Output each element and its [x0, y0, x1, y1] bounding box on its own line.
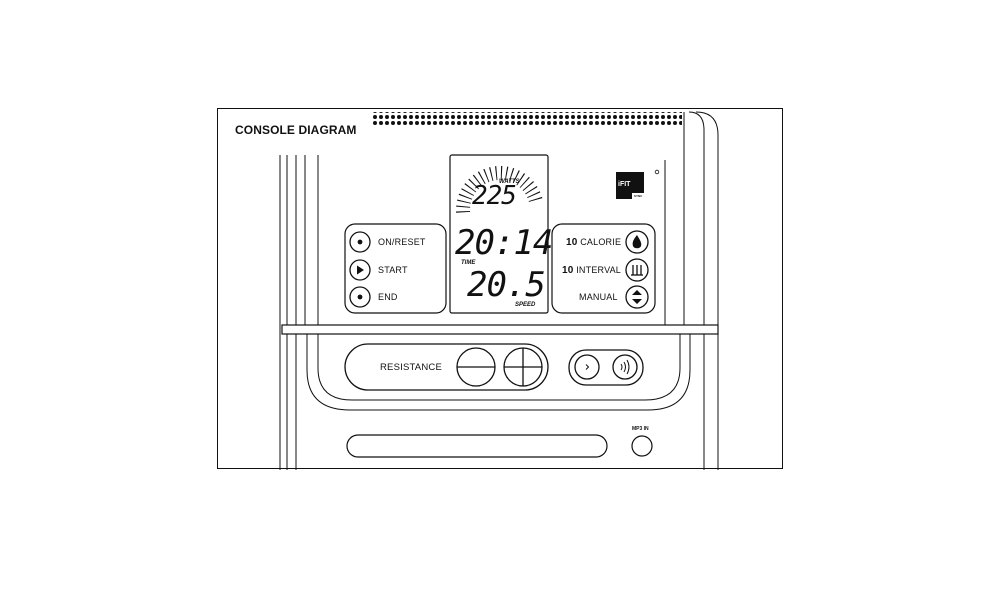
watts-arc-segment [477, 171, 486, 185]
watts-arc-segment [525, 185, 538, 195]
watts-arc-segment [461, 188, 474, 196]
watts-label: WATTS [499, 179, 520, 185]
calorie-text: CALORIE [580, 237, 622, 247]
watts-arc-segment [508, 167, 515, 182]
watts-arc-segment [458, 193, 473, 200]
resistance-increase-target[interactable] [504, 348, 542, 386]
start-label: START [378, 265, 408, 275]
watts-arc-segment [472, 174, 483, 187]
resistance-label: RESISTANCE [380, 362, 443, 373]
diagram-frame [217, 108, 783, 469]
on-reset-button-target[interactable] [350, 232, 370, 252]
accessory-tray [346, 434, 608, 458]
fan-button-target[interactable] [575, 355, 599, 379]
watts-arc-segment [500, 166, 503, 181]
calorie-number: 10 [566, 237, 578, 248]
ifit-logo-text: iFIT [618, 181, 631, 188]
mp3-label: MP3 IN [632, 426, 649, 432]
time-value: 20:14 [455, 223, 553, 263]
calorie-label: 10 CALORIE [566, 237, 621, 248]
ifit-sync-text: SYNC [634, 194, 643, 198]
watts-arc-segment [516, 173, 526, 186]
on-reset-label: ON/RESET [378, 237, 426, 247]
manual-button-target[interactable] [626, 286, 648, 308]
end-label: END [378, 292, 398, 302]
mp3-port-target[interactable] [632, 436, 652, 456]
manual-button [625, 285, 649, 309]
interval-label: 10 INTERVAL [562, 265, 621, 276]
manual-label: MANUAL [579, 292, 618, 302]
left-button-panel [344, 223, 447, 314]
interval-text: INTERVAL [576, 265, 622, 275]
watts-arc-segment [456, 205, 471, 208]
diagram-title: CONSOLE DIAGRAM [235, 123, 357, 137]
watts-arc-meter [456, 166, 543, 213]
interval-button-target[interactable] [626, 259, 648, 281]
resistance-decrease-target[interactable] [457, 348, 495, 386]
watts-arc-segment [512, 170, 520, 184]
watts-value: 225 [472, 181, 517, 211]
flame-icon [632, 235, 642, 249]
indicator-light [654, 169, 660, 175]
play-icon [357, 265, 364, 275]
mp3-port [631, 435, 653, 457]
watts-arc-segment [457, 199, 471, 204]
watts-arc-segment [468, 178, 479, 190]
watts-arc-segment [464, 183, 477, 193]
watts-arc-segment [489, 167, 494, 181]
watts-arc-segment [504, 166, 509, 181]
end-button-target[interactable] [350, 287, 370, 307]
sound-waves-icon [620, 359, 630, 375]
watts-arc-segment [522, 181, 534, 191]
calorie-button-target[interactable] [626, 231, 648, 253]
console-shelf [281, 324, 719, 335]
time-label: TIME [461, 260, 476, 266]
speaker-grille [372, 112, 682, 126]
watts-arc-segment [519, 176, 530, 188]
watts-arc-segment [456, 211, 471, 213]
watts-arc-segment [527, 191, 541, 198]
watts-arc-segment [495, 166, 498, 181]
dot-icon [357, 294, 363, 300]
lcd-display [449, 154, 549, 314]
audio-button-target[interactable] [613, 355, 637, 379]
speed-value: 20.5 [467, 265, 546, 305]
interval-number: 10 [562, 265, 574, 276]
dot-icon [357, 239, 363, 245]
interval-icon [631, 265, 643, 276]
watts-arc-segment [528, 196, 543, 202]
up-down-arrows-icon [632, 290, 642, 304]
speed-label: SPEED [515, 302, 536, 308]
resistance-control [344, 343, 549, 391]
chevron-right-icon [585, 364, 590, 370]
fan-button [574, 354, 600, 380]
start-button-target[interactable] [350, 260, 370, 280]
watts-arc-segment [483, 168, 490, 183]
